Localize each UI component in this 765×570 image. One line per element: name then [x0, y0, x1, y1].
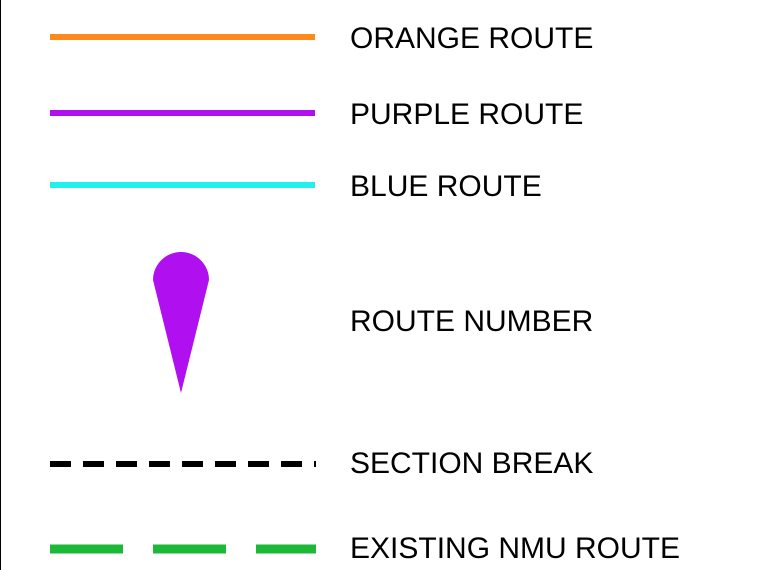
existing-nmu-route-dashed-line-icon	[50, 542, 320, 556]
existing-nmu-route-label: EXISTING NMU ROUTE	[350, 532, 681, 565]
blue-route-line-icon	[50, 180, 320, 190]
route-number-label: ROUTE NUMBER	[350, 305, 594, 338]
purple-route-line-icon	[50, 108, 320, 118]
orange-route-line-icon	[50, 32, 320, 42]
section-break-label: SECTION BREAK	[350, 447, 594, 480]
section-break-dashed-line-icon	[50, 459, 320, 469]
purple-route-label: PURPLE ROUTE	[350, 98, 584, 131]
blue-route-label: BLUE ROUTE	[350, 170, 542, 203]
orange-route-label: ORANGE ROUTE	[350, 22, 594, 55]
route-number-marker-icon	[150, 250, 220, 395]
left-border-line	[0, 0, 1, 570]
